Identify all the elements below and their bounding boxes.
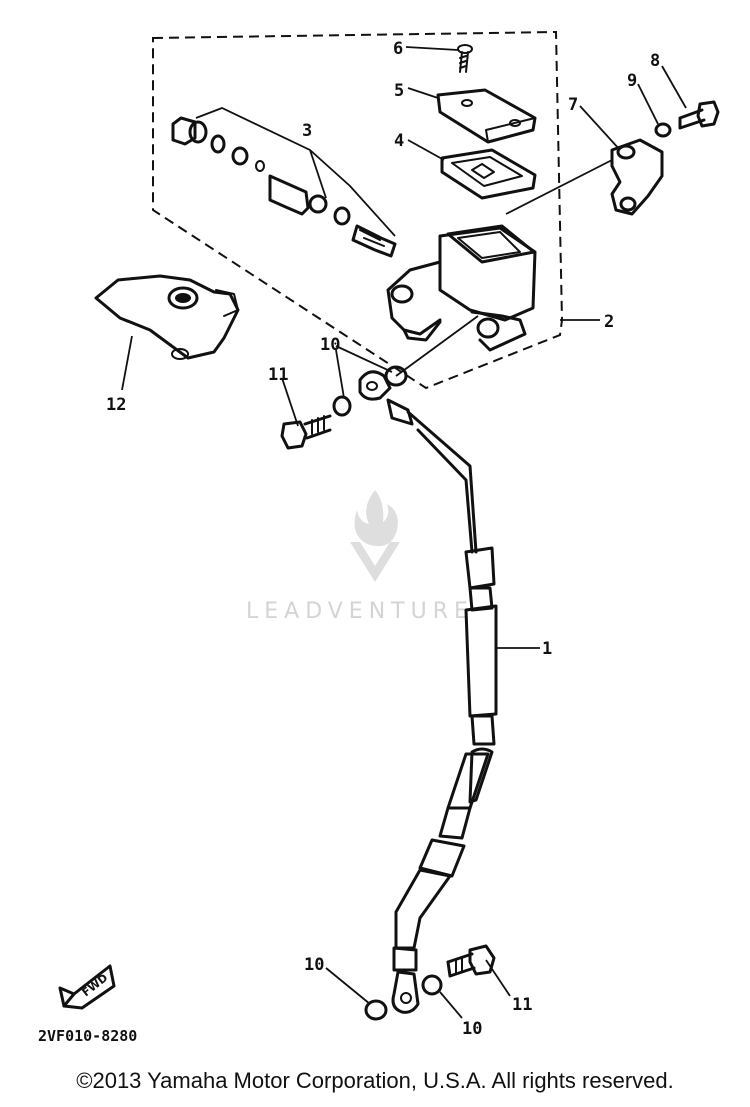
part-3-piston-kit [171, 107, 397, 258]
callout-4: 4 [394, 131, 404, 151]
diagram-code: 2VF010-8280 [38, 1027, 137, 1045]
callout-10-lower-right: 10 [462, 1019, 482, 1039]
part-10-washer-lower-b [421, 974, 443, 996]
callout-10-lower-left: 10 [304, 955, 324, 975]
part-7-holder [610, 138, 664, 216]
part-10-washer-upper-b [332, 395, 352, 417]
part-5-cap [436, 88, 537, 144]
callout-5: 5 [394, 81, 404, 101]
part-9-washer [654, 122, 672, 138]
part-2-master-cylinder [386, 224, 537, 352]
copyright-notice: ©2013 Yamaha Motor Corporation, U.S.A. A… [76, 1068, 674, 1093]
callout-6: 6 [393, 39, 403, 59]
fwd-arrow-icon: FWD [58, 964, 116, 1010]
part-4-diaphragm [440, 148, 537, 200]
callout-8: 8 [650, 51, 660, 71]
callout-12: 12 [106, 395, 126, 415]
part-11-union-bolt-upper [280, 414, 332, 450]
callout-11-lower: 11 [512, 995, 532, 1015]
part-12-cover [94, 274, 240, 360]
callout-3: 3 [302, 121, 312, 141]
part-8-bolt [678, 100, 720, 130]
part-10-washer-lower-a [364, 999, 388, 1021]
part-10-washer-upper-a [384, 365, 408, 387]
callout-1: 1 [542, 639, 552, 659]
callout-10-upper: 10 [320, 335, 340, 355]
callout-2: 2 [604, 312, 614, 332]
leader-lines [121, 46, 687, 1019]
callout-11-upper: 11 [268, 365, 288, 385]
part-1-brake-hose [358, 370, 498, 1014]
callout-9: 9 [627, 71, 637, 91]
part-11-union-bolt-lower [446, 944, 496, 978]
part-6-screw [457, 44, 473, 73]
fwd-label: FWD [80, 971, 111, 999]
watermark-text: LEADVENTURE [246, 599, 474, 624]
assembly-boundary [152, 30, 564, 390]
callout-7: 7 [568, 95, 578, 115]
watermark: LEADVENTURE [246, 490, 474, 624]
